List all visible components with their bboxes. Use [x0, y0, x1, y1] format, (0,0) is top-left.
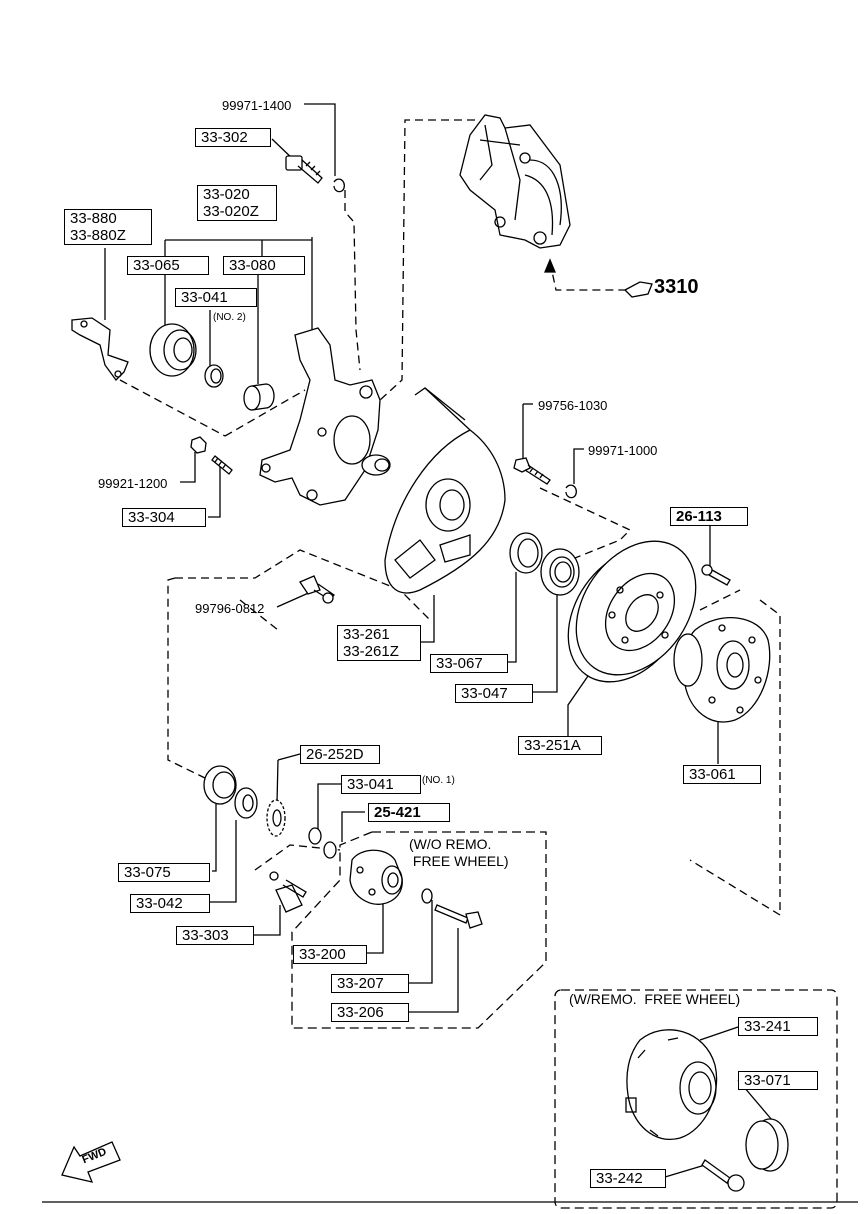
dust-cover — [384, 387, 506, 594]
washer-33-042 — [234, 787, 258, 819]
brake-disc — [567, 540, 697, 683]
leader-lines — [104, 103, 773, 1178]
ring-25-421 — [323, 841, 337, 859]
hub-33-061 — [673, 617, 771, 723]
label-33-241: 33-241 — [738, 1017, 818, 1036]
brake-caliper — [459, 114, 571, 249]
free-wheel-hub-33-200 — [349, 849, 403, 905]
lock-33-303 — [269, 871, 307, 913]
group-title-w-remo-free-wheel: (W/REMO. FREE WHEEL) — [566, 991, 744, 1008]
snap-ring-99971-1400 — [333, 178, 345, 193]
label-33-206: 33-206 — [331, 1003, 409, 1022]
seal-33-075 — [203, 765, 237, 805]
race-33-067 — [509, 532, 543, 574]
bolt-33-206 — [434, 904, 483, 929]
fwd-arrow-icon — [61, 1141, 121, 1183]
label-25-421: 25-421 — [368, 803, 450, 822]
caliper-bolt — [285, 155, 323, 184]
label-33-303: 33-303 — [176, 926, 254, 945]
hub-33-241 — [625, 1029, 718, 1140]
caliper-arrow — [544, 258, 653, 298]
label-26-113: 26-113 — [670, 507, 748, 526]
bolt-26-113 — [701, 564, 731, 586]
label-33-242: 33-242 — [590, 1169, 666, 1188]
label-33-080: 33-080 — [223, 256, 305, 275]
label-3310: 3310 — [654, 276, 699, 298]
label-33-880: 33-880 33-880Z — [64, 209, 152, 245]
washer-33-207 — [421, 888, 433, 904]
label-99796-0812: 99796-0812 — [195, 601, 265, 616]
lock-washer-26-252D — [266, 799, 286, 837]
stud-33-304 — [211, 455, 233, 475]
assembly-dashed-lines — [119, 119, 781, 917]
label-33-042: 33-042 — [130, 894, 210, 913]
nut-99921-1200 — [190, 436, 207, 454]
bracket — [71, 317, 129, 381]
label-33-200: 33-200 — [293, 945, 367, 964]
label-no1: (NO. 1) — [422, 775, 455, 786]
label-33-251A: 33-251A — [518, 736, 602, 755]
bolt-99796-0812 — [299, 575, 335, 604]
w-remo-free-wheel-box — [554, 989, 838, 1209]
ring-33-041-no1 — [308, 827, 322, 845]
bolt-33-242 — [701, 1159, 745, 1192]
bushing-33-080 — [243, 383, 275, 411]
wo-remo-free-wheel-box — [291, 831, 547, 1029]
label-33-302: 33-302 — [195, 128, 271, 147]
ring-99971-1000 — [565, 484, 577, 499]
label-99971-1400: 99971-1400 — [222, 98, 292, 113]
steering-knuckle — [259, 327, 391, 506]
label-33-041-no1: 33-041 — [341, 775, 421, 794]
label-33-075: 33-075 — [118, 863, 210, 882]
group-title-wo-remo-free-wheel: (W/O REMO. FREE WHEEL) — [406, 836, 512, 870]
label-33-207: 33-207 — [331, 974, 409, 993]
label-no2: (NO. 2) — [213, 312, 246, 323]
label-33-071: 33-071 — [738, 1071, 818, 1090]
seal-33-065 — [149, 323, 197, 377]
label-33-041-no2: 33-041 — [175, 288, 257, 307]
label-99971-1000: 99971-1000 — [588, 443, 658, 458]
label-33-061: 33-061 — [683, 765, 761, 784]
label-99756-1030: 99756-1030 — [538, 398, 608, 413]
cap-33-071 — [745, 1118, 789, 1172]
bearing-33-047 — [540, 548, 580, 596]
label-33-047: 33-047 — [455, 684, 533, 703]
ring-33-041-no2 — [204, 364, 224, 388]
label-33-020: 33-020 33-020Z — [197, 185, 277, 221]
label-26-252D: 26-252D — [300, 745, 380, 764]
label-33-065: 33-065 — [127, 256, 209, 275]
label-33-304: 33-304 — [122, 508, 206, 527]
label-99921-1200: 99921-1200 — [98, 476, 168, 491]
label-33-261: 33-261 33-261Z — [337, 625, 421, 661]
bolt-99756-1030 — [513, 457, 551, 485]
label-33-067: 33-067 — [430, 654, 508, 673]
group-boxes — [291, 831, 838, 1209]
